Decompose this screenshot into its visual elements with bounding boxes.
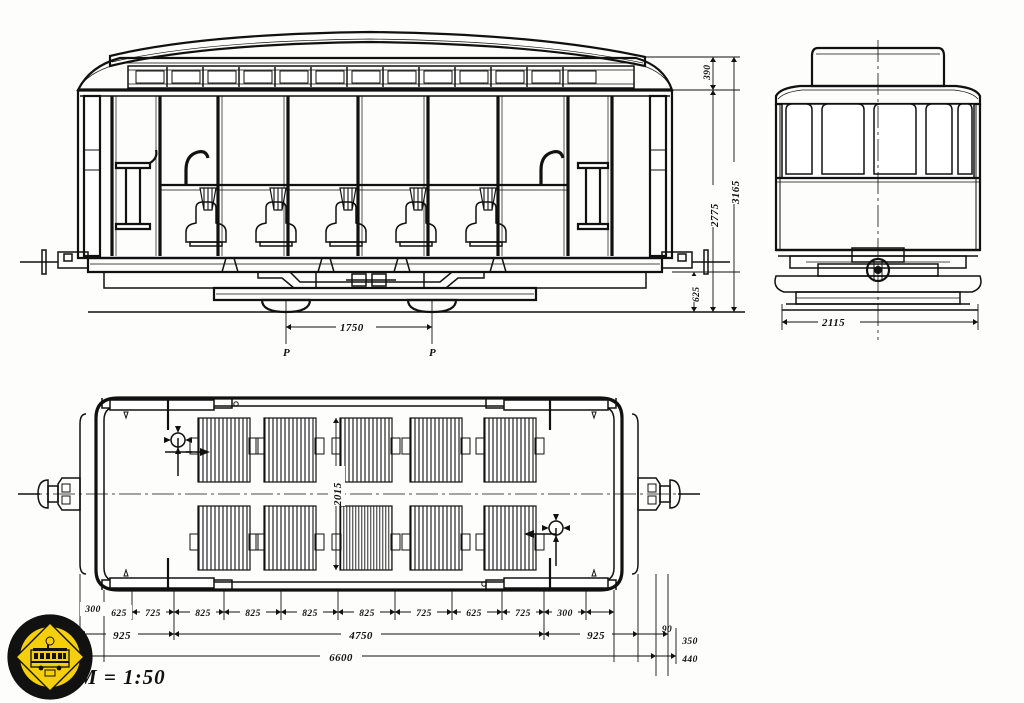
- roof: [76, 56, 674, 92]
- dimension-3165: 3165: [726, 57, 743, 312]
- dimension-chain-mid: 925 4750 925: [80, 627, 638, 642]
- controller-handle-right: [539, 150, 565, 185]
- plan-dim-right-440: 440: [681, 655, 697, 665]
- dimension-label-1750: 1750: [340, 322, 364, 334]
- dimension-label-3165: 3165: [730, 180, 742, 205]
- coupler-right: [661, 249, 730, 275]
- plan-dim-top-3: 825: [195, 609, 210, 619]
- plan-dim-top-extra-725: 725: [515, 609, 530, 619]
- platform-railing-right: [576, 161, 610, 231]
- plan-dim-top-4: 825: [245, 609, 260, 619]
- plan-dim-top-2: 725: [145, 609, 160, 619]
- end-roof: [774, 84, 982, 106]
- plan-coupler-left: [18, 477, 81, 511]
- dimension-group-wheelbase: 1750 P P: [283, 300, 436, 359]
- axle-mark-left: P: [283, 347, 290, 359]
- plan-bench-row-upper: [189, 417, 545, 483]
- plan-bench-row-lower: [189, 505, 545, 571]
- dimension-label-390: 390: [703, 65, 713, 81]
- dimension-group-side-vertical: 390 2775 3165 625: [645, 56, 743, 312]
- dimension-chain-top: 300 625 725 825 825 825 825 725 625: [80, 602, 614, 619]
- dimension-group-plan-width: 2015: [328, 418, 345, 570]
- clerestory-vent-band: [127, 65, 635, 89]
- view-plan: 2015: [18, 396, 700, 592]
- coupler-left: [20, 249, 89, 275]
- plan-dim-right-350: 350: [681, 637, 697, 647]
- plan-dim-mid-0: 925: [113, 630, 131, 642]
- clerestory-roof: [108, 30, 647, 68]
- dimension-label-625: 625: [692, 287, 702, 302]
- plan-dim-right-90: 90: [662, 625, 672, 635]
- dimension-label-2115: 2115: [821, 317, 845, 329]
- plan-dim-overall-6600: 6600: [329, 652, 353, 664]
- axle-mark-right: P: [429, 347, 436, 359]
- dimension-625: 625: [686, 272, 702, 312]
- plan-body-outline: [94, 396, 624, 592]
- plan-dim-top-1: 625: [111, 609, 126, 619]
- dimension-group-end-width: 2115: [781, 304, 979, 330]
- view-end-elevation: 2115: [774, 40, 982, 340]
- plan-fittings: [123, 401, 597, 587]
- plan-dim-top-8: 625: [466, 609, 481, 619]
- platform-railing-left: [114, 149, 158, 231]
- dimension-label-2015: 2015: [332, 482, 344, 507]
- plan-dim-top-5: 825: [302, 609, 317, 619]
- plan-dim-top-7: 725: [416, 609, 431, 619]
- view-side-elevation: [20, 30, 745, 314]
- plan-dim-top-6: 825: [359, 609, 374, 619]
- plan-dim-mid-1: 4750: [348, 630, 373, 642]
- dimension-group-plan-chains: 300 625 725 825 825 825 825 725 625: [79, 574, 697, 676]
- dimension-chain-right: 90 350 440: [638, 625, 697, 665]
- plan-coupler-right: [637, 477, 700, 511]
- controller-symbol-left: [164, 426, 210, 476]
- plan-dim-mid-2: 925: [587, 630, 605, 642]
- plan-dim-top-9: 300: [556, 609, 572, 619]
- scale-label: M = 1:50: [77, 665, 166, 689]
- publisher-logo: [7, 614, 93, 700]
- dimension-390: 390: [703, 57, 716, 90]
- plan-dim-top-0: 300: [84, 605, 100, 615]
- plan-bulkheads: [166, 398, 552, 590]
- dimension-2775: 2775: [704, 90, 722, 312]
- controller-symbol-right: [524, 514, 570, 566]
- dimension-label-2775: 2775: [709, 203, 721, 228]
- controller-handle-left: [184, 150, 210, 185]
- end-pillars: [82, 94, 668, 258]
- window-posts: [110, 96, 614, 256]
